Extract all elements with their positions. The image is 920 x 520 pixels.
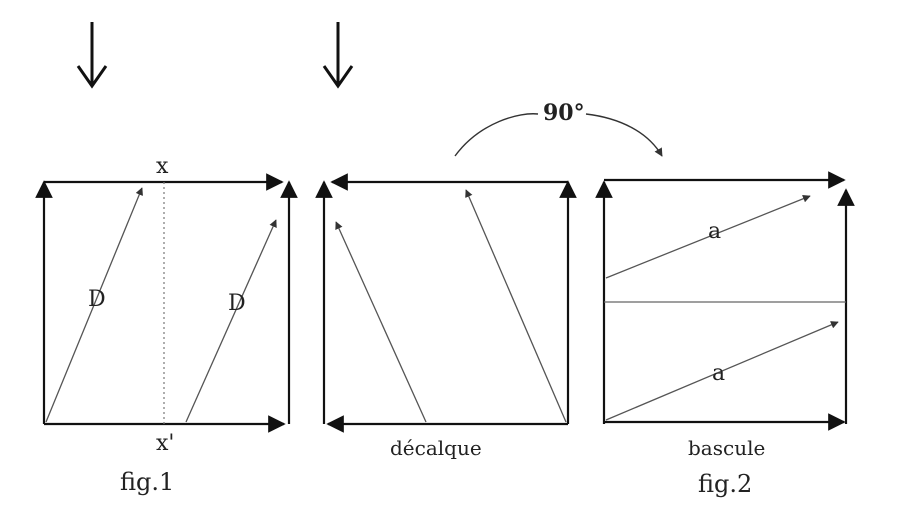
label-x-top: x [156,154,169,179]
caption-fig1: fig.1 [120,468,174,496]
vector-d-left [45,187,143,423]
label-a-bottom: a [712,361,725,386]
vector-a-top [605,194,811,279]
down-arrow-left [76,22,108,89]
caption-decalque: décalque [390,436,482,460]
square-bascule [595,171,855,431]
label-d-left: D [88,287,106,312]
rotation-arrow [454,113,539,157]
label-a-top: a [708,219,721,244]
label-x-bottom: x' [156,431,174,456]
label-angle: 90° [543,100,585,126]
caption-fig2: fig.2 [698,470,752,498]
label-d-right: D [228,291,246,316]
vector-decalque-right [465,189,567,423]
square-fig1 [35,173,298,433]
square-decalque [315,173,577,433]
vector-a-bottom [605,321,839,421]
down-arrow-middle [322,22,354,89]
vector-decalque-left [335,221,427,423]
rotation-arrow-tail [585,113,663,157]
caption-bascule: bascule [688,436,765,460]
vector-d-right [185,219,277,423]
